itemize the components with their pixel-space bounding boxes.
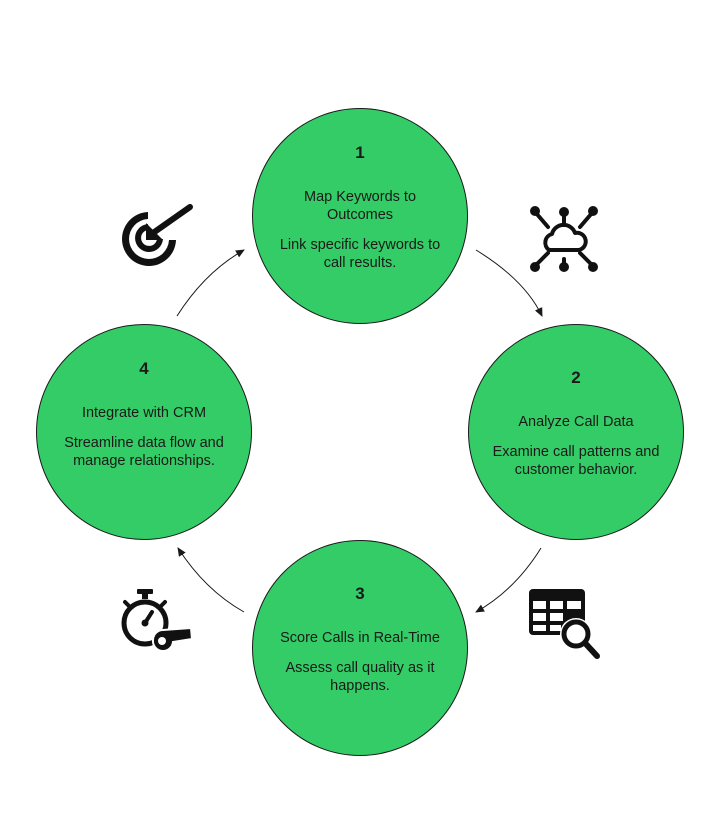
step-1-node: 1 Map Keywords to Outcomes Link specific… (252, 108, 468, 324)
step-2-node: 2 Analyze Call Data Examine call pattern… (468, 324, 684, 540)
target-arrow-icon (122, 204, 193, 266)
step-4-description: Streamline data flow and manage relation… (64, 435, 224, 469)
arrow-3-to-4 (177, 547, 245, 613)
stopwatch-whistle-icon (121, 589, 194, 652)
step-3-number: 3 (355, 584, 365, 603)
step-4-node: 4 Integrate with CRM Streamline data flo… (36, 324, 252, 540)
step-3-title: Score Calls in Real-Time (280, 630, 440, 646)
step-3-node: 3 Score Calls in Real-Time Assess call q… (252, 540, 468, 756)
step-2-description: Examine call patterns and customer behav… (492, 444, 660, 478)
arrow-2-to-3 (475, 547, 542, 613)
step-2-number: 2 (571, 368, 581, 387)
step-2-title: Analyze Call Data (518, 414, 634, 430)
step-4-number: 4 (139, 359, 149, 378)
step-4-title: Integrate with CRM (81, 405, 207, 421)
step-3-description: Assess call quality as it happens. (285, 660, 435, 694)
step-1-description: Link specific keywords to call results. (279, 237, 441, 271)
table-search-icon (529, 589, 600, 659)
arrow-4-to-1 (176, 249, 245, 317)
arrow-1-to-2 (475, 249, 543, 317)
step-1-number: 1 (355, 143, 365, 162)
cloud-network-icon (530, 206, 598, 272)
step-1-title: Map Keywords to Outcomes (303, 189, 417, 223)
